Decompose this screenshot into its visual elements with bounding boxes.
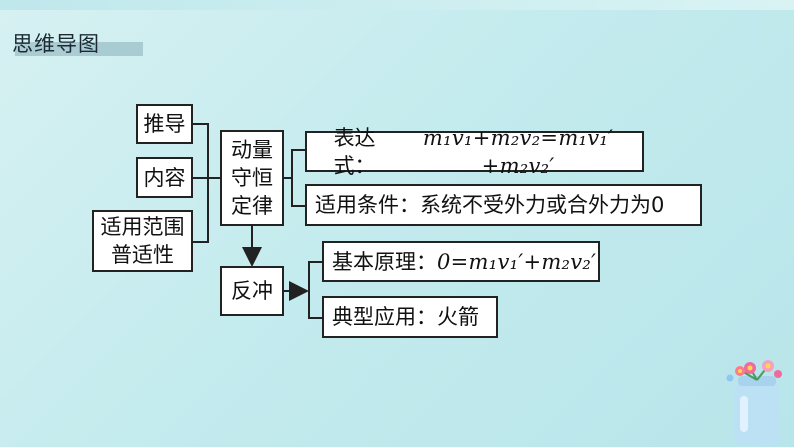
center-line2: 守恒 <box>231 166 273 190</box>
node-tuidao: 推导 <box>136 104 193 144</box>
page-title: 思维导图 <box>12 32 100 56</box>
node-neirong-label: 内容 <box>143 165 186 190</box>
node-jiben-yuanli: 基本原理： 0=m₁v₁′+m₂v₂′ <box>322 241 600 282</box>
center-line3: 定律 <box>231 194 273 218</box>
lower-bracket <box>308 261 322 319</box>
node-neirong: 内容 <box>136 157 193 198</box>
node-dianxing-yingyong: 典型应用：火箭 <box>322 296 498 338</box>
biaodashi-formula: m₁v₁+m₂v₂=m₁v₁′+m₂v₂′ <box>422 125 614 178</box>
node-fanchong-label: 反冲 <box>231 279 273 303</box>
title-underline <box>15 42 143 56</box>
node-fanwei-line1: 适用范围 <box>100 215 185 239</box>
node-tuidao-label: 推导 <box>143 112 186 136</box>
yuanli-formula: 0=m₁v₁′+m₂v₂′ <box>437 249 597 274</box>
right-bracket <box>291 149 305 207</box>
flower-jar-icon <box>726 360 782 446</box>
node-shiyong-fanwei: 适用范围 普适性 <box>92 210 193 272</box>
yingyong-label: 典型应用：火箭 <box>332 305 479 329</box>
left-bracket <box>193 123 209 243</box>
shiyong-label: 适用条件：系统不受外力或合外力为0 <box>315 193 665 217</box>
yuanli-label: 基本原理： <box>332 249 437 274</box>
top-accent-bar <box>0 0 794 10</box>
node-fanchong: 反冲 <box>220 266 284 316</box>
biaodashi-label: 表达式： <box>333 125 376 178</box>
node-biaodashi: 表达式： m₁v₁+m₂v₂=m₁v₁′+m₂v₂′ <box>305 126 644 178</box>
center-line1: 动量 <box>231 138 273 162</box>
node-shiyong-tiaojian: 适用条件：系统不受外力或合外力为0 <box>305 184 702 226</box>
node-fanwei-line2: 普适性 <box>111 243 174 267</box>
node-dongliang-shouheng: 动量 守恒 定律 <box>220 130 284 226</box>
title-block: 思维导图 <box>12 28 143 58</box>
